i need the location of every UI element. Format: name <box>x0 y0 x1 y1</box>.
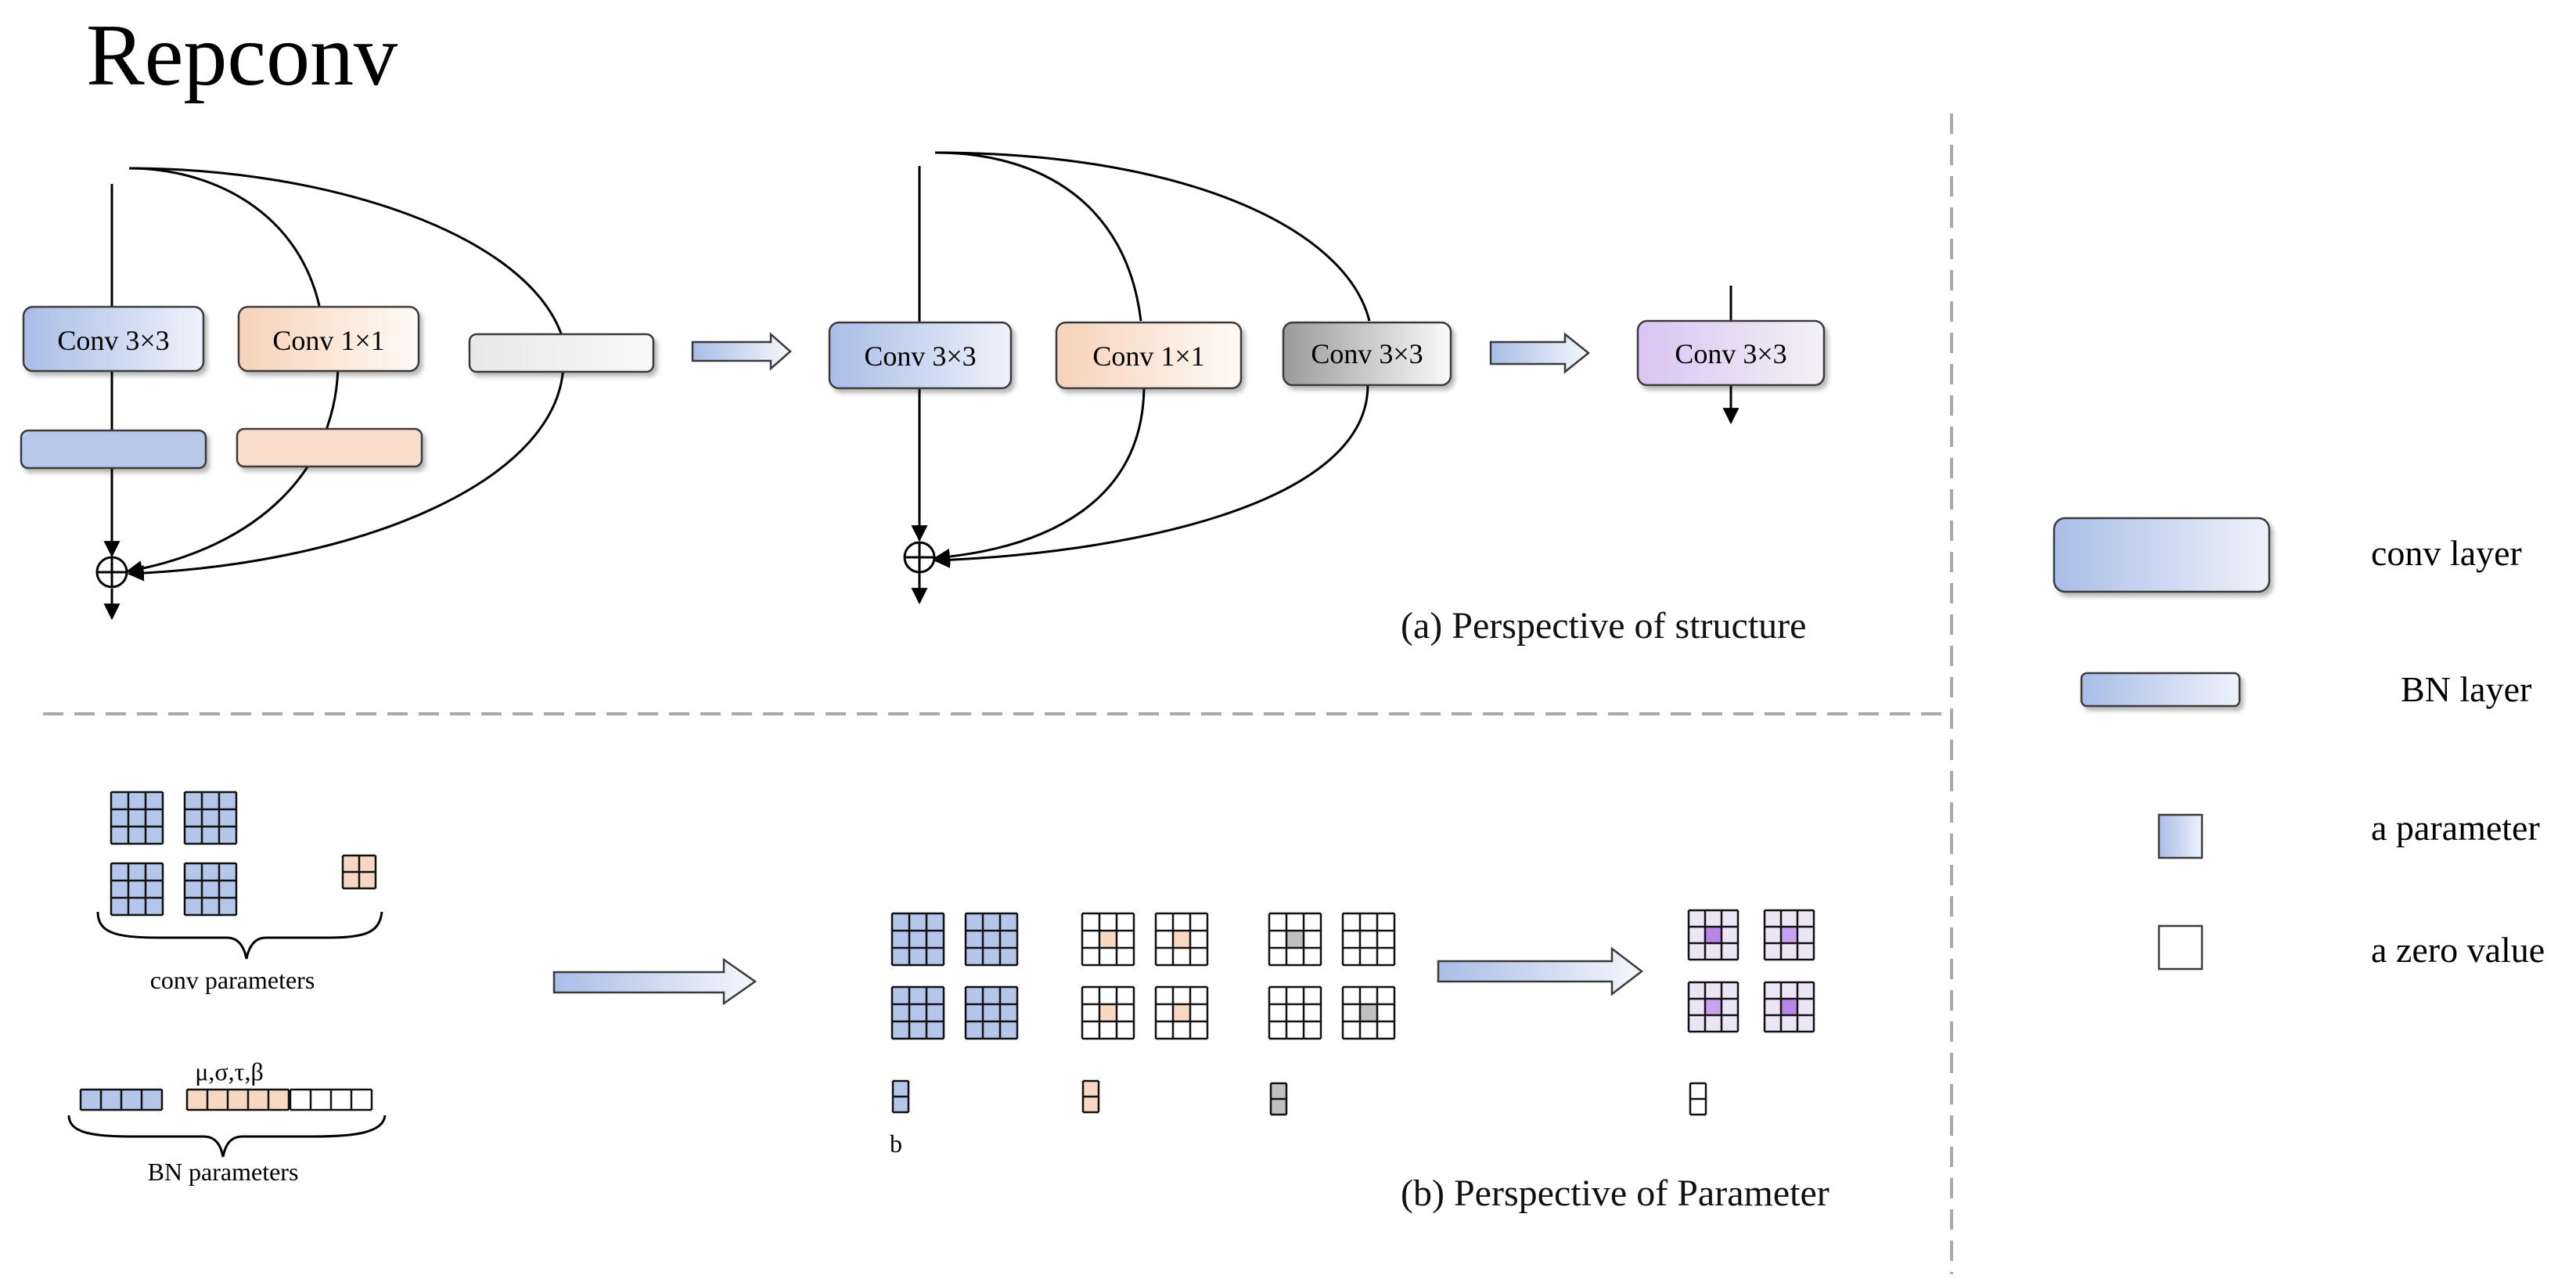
fused-identity-k4 <box>1341 985 1396 1040</box>
diagram-title: Repconv <box>86 7 398 104</box>
param-arrow-1 <box>552 957 757 1006</box>
fused-conv3x3-k2 <box>964 912 1019 967</box>
conv3x3-box-fused <box>828 321 1013 390</box>
identity-bn-box <box>468 333 655 373</box>
bias-peach <box>1081 1079 1100 1114</box>
bn-symbols: μ,σ,τ,β <box>195 1057 264 1086</box>
fused-conv3x3-k1 <box>890 912 945 967</box>
legend-bn-swatch <box>2080 672 2241 708</box>
legend: conv layer BN layer a parameter a zero v… <box>2053 517 2545 971</box>
merged-conv3x3-box <box>1636 319 1826 387</box>
fused-conv1x1-k4 <box>1154 985 1209 1040</box>
bn-params-empty <box>289 1088 373 1111</box>
legend-a-parameter: a parameter <box>2371 808 2540 848</box>
bias-final <box>1689 1082 1707 1116</box>
legend-a-zero-value: a zero value <box>2371 930 2545 970</box>
conv1x1-label: Conv 1×1 <box>272 325 384 356</box>
merged-conv3x3-label: Conv 3×3 <box>1675 338 1786 369</box>
bn-peach-box <box>236 427 423 468</box>
transform-arrow-1 <box>691 332 792 371</box>
fused-conv1x1-k3 <box>1081 985 1135 1040</box>
fused-identity-k2 <box>1341 912 1396 967</box>
legend-conv-swatch <box>2053 517 2271 593</box>
structure-fused-branches-block: Conv 3×3 Conv 1×1 Conv 3×3 <box>828 151 1452 605</box>
fused-conv1x1-k2 <box>1154 912 1209 967</box>
merged-k1 <box>1687 909 1740 961</box>
legend-param-swatch <box>2157 813 2204 859</box>
fused-identity-k1 <box>1268 912 1322 967</box>
structure-training-block: Conv 3×3 Conv 1×1 <box>20 167 655 621</box>
bn-params-blue <box>79 1088 164 1111</box>
structure-final-block: Conv 3×3 <box>1636 286 1826 425</box>
merged-k2 <box>1763 909 1815 961</box>
conv3x3-box <box>22 305 205 373</box>
parameter-grids <box>79 791 1815 1116</box>
legend-zero-swatch <box>2157 924 2204 971</box>
parameter-caption: (b) Perspective of Parameter <box>1401 1173 1829 1214</box>
bias-blue <box>891 1079 910 1114</box>
bias-gray <box>1269 1082 1288 1116</box>
conv1x1-box-fused <box>1055 321 1243 390</box>
conv1x1-box <box>237 305 420 373</box>
identity-conv3x3-box <box>1282 321 1452 387</box>
fused-conv1x1-k1 <box>1081 912 1135 967</box>
fused-conv3x3-k4 <box>964 985 1019 1040</box>
structure-caption: (a) Perspective of structure <box>1401 605 1806 647</box>
fused-identity-k3 <box>1268 985 1322 1040</box>
conv3x3-label-fused: Conv 3×3 <box>864 340 976 372</box>
conv1x1-label-fused: Conv 1×1 <box>1092 340 1204 372</box>
merged-k4 <box>1763 981 1815 1033</box>
bn-params-peach <box>185 1088 290 1111</box>
fused-conv3x3-k3 <box>890 985 945 1040</box>
conv-kernel-3 <box>110 862 164 917</box>
transform-arrow-2 <box>1489 332 1591 374</box>
conv-kernel-2 <box>183 791 238 845</box>
bn-params-brace <box>67 1115 387 1158</box>
conv3x3-label: Conv 3×3 <box>57 325 169 356</box>
bn-blue-box <box>20 429 207 470</box>
conv-kernel-4 <box>183 862 238 917</box>
merged-k3 <box>1687 981 1740 1033</box>
bias-label: b <box>890 1129 902 1158</box>
legend-bn-layer: BN layer <box>2401 669 2531 709</box>
param-arrow-2 <box>1437 946 1644 996</box>
conv-kernel-1 <box>110 791 164 845</box>
conv1x1-kernels <box>341 854 377 890</box>
conv-params-label: conv parameters <box>150 966 315 994</box>
legend-conv-layer: conv layer <box>2371 533 2522 573</box>
conv-params-brace <box>96 911 383 960</box>
bn-params-label: BN parameters <box>148 1158 299 1186</box>
identity-conv3x3-label: Conv 3×3 <box>1311 338 1423 369</box>
